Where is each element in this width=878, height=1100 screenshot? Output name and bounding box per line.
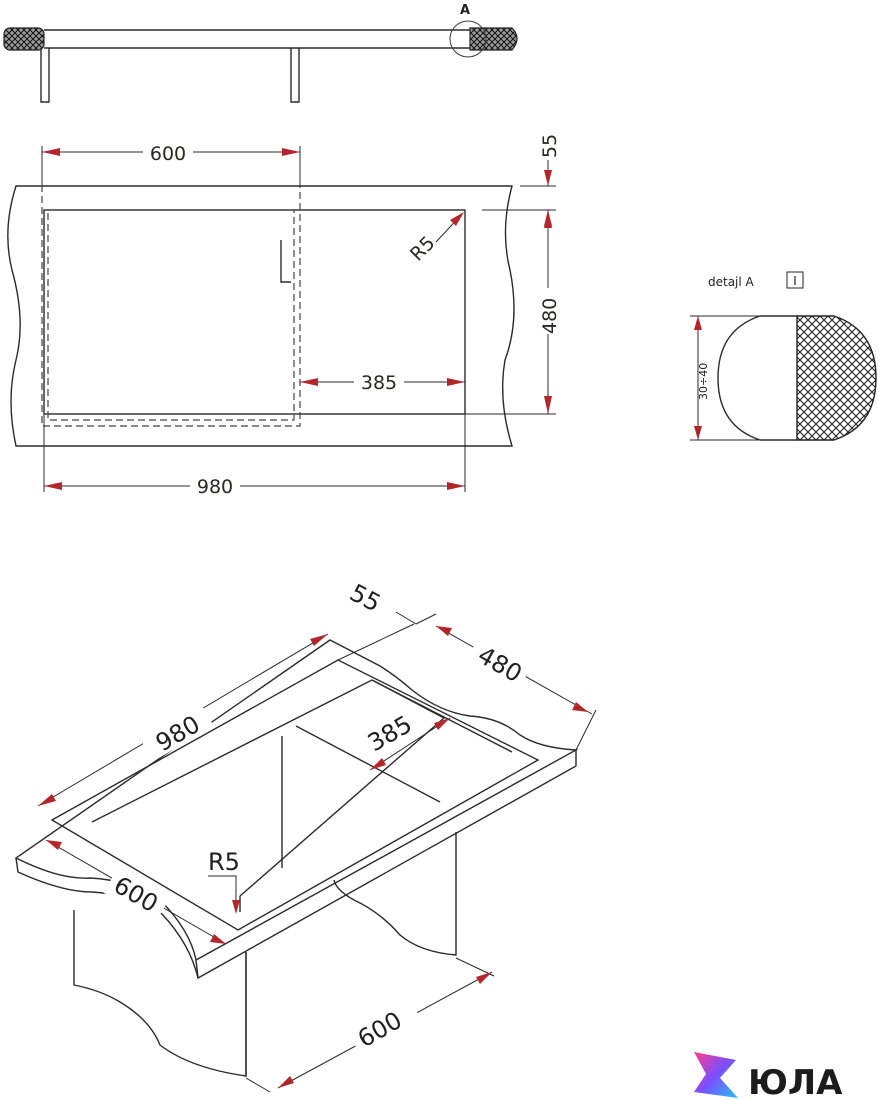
iso-countertop-corner (195, 959, 199, 979)
dim-text-r5: R5 (406, 232, 439, 265)
iso-cabinet-right (333, 832, 457, 956)
iso-dim-text-r5: R5 (208, 848, 240, 876)
iso-sink-rim (50, 659, 540, 931)
detail-label: detajl A (708, 275, 755, 289)
iso-dim-arrows-385 (370, 718, 450, 770)
detail-countertop-hatch (796, 315, 877, 441)
iso-dim-text-385: 385 (363, 710, 417, 757)
isometric-view: 55 480 980 385 R5 600 600 (14, 579, 597, 1093)
countertop-right-hatch (469, 27, 518, 51)
dim-bg-385 (354, 370, 404, 394)
detail-symbol-box (786, 271, 804, 289)
detail-a-circle (449, 20, 487, 58)
detail-sink-edge (717, 315, 797, 441)
dim-arrow-r5 (450, 212, 464, 226)
logo-star-icon (694, 1052, 738, 1098)
drain-mark (280, 240, 291, 283)
countertop-outline (7, 185, 515, 447)
bowl-dashed (47, 209, 295, 421)
bowl-wall-left (40, 48, 50, 103)
detail-a-view: detajl A I 30÷40 (690, 271, 877, 441)
iso-dim-line-55 (337, 611, 437, 661)
dim-line-980 (43, 414, 466, 492)
dim-text-600: 600 (150, 143, 186, 165)
detail-dim-text: 30÷40 (697, 363, 710, 400)
brand-logo: ЮЛА (694, 1052, 843, 1100)
bowl-cabinet-dashed (41, 185, 301, 427)
detail-dim-line (690, 315, 797, 441)
iso-dim-arrow-r5 (232, 900, 240, 914)
detail-a-marker: A (460, 3, 470, 18)
iso-cabinet-left (73, 910, 247, 1077)
dim-text-480: 480 (539, 298, 561, 334)
side-section-view: A (3, 3, 518, 103)
iso-countertop-top (14, 639, 579, 962)
iso-bowl-wall (239, 736, 283, 912)
iso-dim-text-55: 55 (345, 579, 385, 618)
dim-text-55: 55 (539, 134, 561, 158)
dim-bg-480 (538, 288, 560, 334)
dim-bg-980 (190, 474, 240, 498)
iso-dim-bg-600-cabinet (346, 994, 424, 1060)
iso-drainer-line (295, 725, 441, 803)
logo-text: ЮЛА (748, 1063, 843, 1100)
iso-dim-bg-600-bowl (103, 863, 173, 923)
iso-dim-bg-980 (136, 696, 214, 762)
dim-text-385: 385 (361, 372, 397, 394)
countertop-left-hatch (3, 27, 45, 51)
iso-countertop-edge (15, 750, 577, 980)
iso-dim-bg-480 (465, 631, 535, 691)
sink-outline (43, 209, 466, 415)
iso-dim-line-r5 (208, 875, 237, 912)
bowl-wall-right (290, 48, 300, 103)
sink-rim-line (44, 29, 470, 49)
detail-symbol: I (793, 274, 797, 288)
top-plan-view: 600 55 480 R5 385 980 (7, 134, 561, 498)
dim-text-980: 980 (197, 476, 233, 498)
iso-drainer-back (371, 679, 513, 753)
dim-arrows-385 (300, 378, 465, 386)
iso-bowl-opening (91, 679, 446, 897)
dim-bg-600 (143, 140, 193, 164)
detail-dim-arrows (694, 316, 702, 440)
dim-line-55 (482, 160, 556, 230)
